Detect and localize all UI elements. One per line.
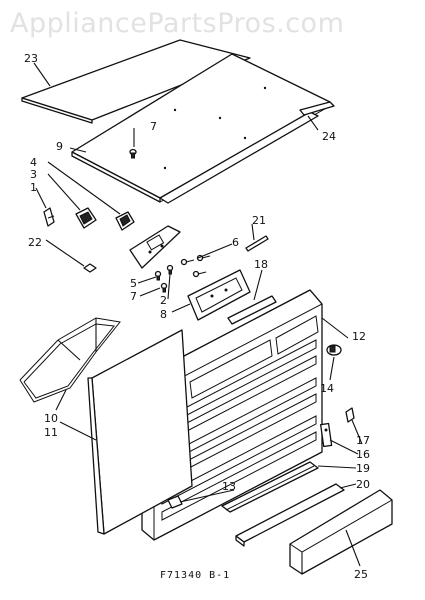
callout-8: 8	[160, 308, 167, 321]
part-19-bottom-rail[interactable]	[221, 461, 319, 513]
callout-19: 19	[356, 462, 370, 475]
watermark-text: AppliancePartsPros.com	[10, 8, 345, 39]
part-7-screw-lower[interactable]	[160, 282, 168, 293]
callout-17: 17	[356, 434, 370, 447]
part-21-pin[interactable]	[245, 235, 269, 252]
leader-lines	[33, 62, 363, 567]
callout-4: 4	[30, 156, 37, 169]
callout-11: 11	[44, 426, 58, 439]
part-24-rail-strip[interactable]	[159, 101, 335, 204]
part-18-bar[interactable]	[227, 295, 277, 325]
part-10-wire-frame[interactable]	[19, 317, 121, 403]
callout-9: 9	[56, 140, 63, 153]
part-1-bracket[interactable]	[43, 207, 55, 227]
part-16-latch[interactable]	[319, 422, 333, 448]
part-7-screw-upper[interactable]	[129, 148, 137, 159]
part-22-clip[interactable]	[83, 263, 97, 273]
callout-7-upper: 7	[150, 120, 157, 133]
callout-2: 2	[160, 294, 167, 307]
part-4-knob-assembly[interactable]	[115, 211, 135, 231]
part-23-top-panel[interactable]	[21, 39, 251, 124]
callout-6: 6	[232, 236, 239, 249]
callout-10: 10	[44, 412, 58, 425]
part-5-screw[interactable]	[154, 270, 162, 281]
callout-24: 24	[322, 130, 336, 143]
callout-14: 14	[320, 382, 334, 395]
callout-20: 20	[356, 478, 370, 491]
callout-18: 18	[254, 258, 268, 271]
callout-5: 5	[130, 277, 137, 290]
callout-25: 25	[354, 568, 368, 581]
part-2-screw[interactable]	[166, 264, 174, 275]
callout-21: 21	[252, 214, 266, 227]
callout-7-lower: 7	[130, 290, 137, 303]
callout-3: 3	[30, 168, 37, 181]
part-3-switch[interactable]	[75, 207, 97, 229]
part-6-screws[interactable]	[180, 254, 211, 278]
callout-1: 1	[30, 181, 37, 194]
control-panel-plate[interactable]	[129, 225, 181, 269]
part-11-filter-panel[interactable]	[87, 329, 193, 535]
part-20-drain-rail[interactable]	[235, 483, 345, 547]
part-25-drain-pan[interactable]	[289, 489, 393, 575]
diagram-code: F71340 B-1	[160, 570, 231, 581]
part-8-control-frame[interactable]	[187, 269, 251, 321]
part-17-clip[interactable]	[345, 407, 355, 423]
callout-12: 12	[352, 330, 366, 343]
callout-13: 13	[222, 480, 236, 493]
part-13-tab[interactable]	[167, 495, 183, 509]
part-14-knob[interactable]	[326, 344, 342, 356]
callout-22: 22	[28, 236, 42, 249]
callout-16: 16	[356, 448, 370, 461]
callout-23: 23	[24, 52, 38, 65]
